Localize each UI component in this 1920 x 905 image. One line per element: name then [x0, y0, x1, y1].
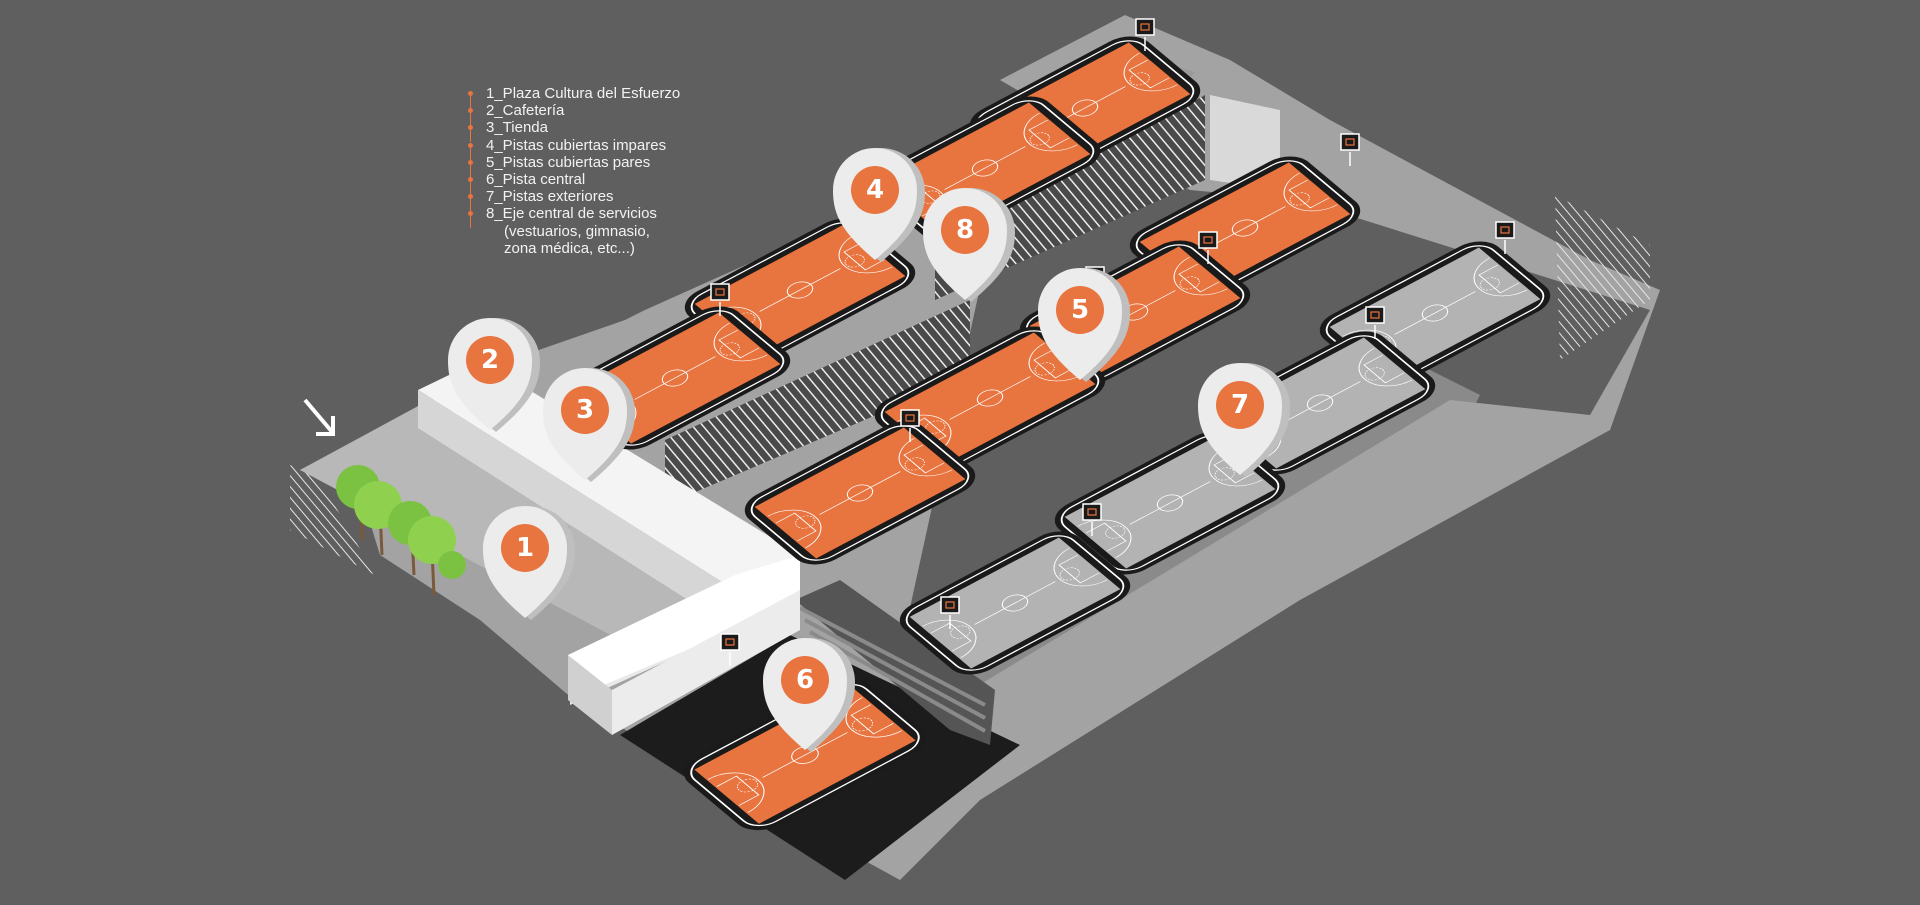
- pin-number-6: 6: [796, 665, 814, 695]
- pin-number-8: 8: [956, 215, 974, 245]
- pin-number-1: 1: [516, 533, 534, 563]
- trees: [336, 465, 466, 596]
- legend-item-8: 8_Eje central de servicios: [466, 205, 680, 229]
- pin-number-7: 7: [1231, 390, 1249, 420]
- hatched-fence-left: [290, 465, 375, 575]
- pin-number-5: 5: [1071, 295, 1089, 325]
- hatched-wall-1: [665, 300, 970, 505]
- legend-item-8-continuation-2: zona médica, etc...): [504, 239, 635, 257]
- location-pin-6[interactable]: 6: [763, 638, 855, 752]
- pin-badge: [501, 524, 549, 572]
- pin-badge: [1216, 381, 1264, 429]
- legend-item-3: 3_Tienda: [466, 119, 680, 143]
- location-pin-3[interactable]: 3: [543, 368, 635, 482]
- location-pin-1[interactable]: 1: [483, 506, 575, 620]
- location-pin-8[interactable]: 8: [923, 188, 1015, 302]
- legend-item-8-continuation-1: (vestuarios, gimnasio,: [504, 222, 650, 240]
- legend-item-2: 2_Cafetería: [466, 102, 680, 126]
- pin-badge: [561, 386, 609, 434]
- pin-badge: [1056, 286, 1104, 334]
- location-pin-2[interactable]: 2: [448, 318, 540, 432]
- location-pin-5[interactable]: 5: [1038, 268, 1130, 382]
- entrance-arrow-icon: [303, 398, 335, 436]
- hatched-fence-right: [1555, 195, 1650, 360]
- pin-number-3: 3: [576, 395, 594, 425]
- location-pin-7[interactable]: 7: [1198, 363, 1290, 477]
- legend: 1_Plaza Cultura del Esfuerzo 2_Cafetería…: [466, 85, 680, 257]
- pin-number-4: 4: [866, 175, 884, 205]
- legend-item-6: 6_Pista central: [466, 171, 680, 195]
- pin-badge: [466, 336, 514, 384]
- location-pin-4[interactable]: 4: [833, 148, 925, 262]
- pin-badge: [851, 166, 899, 214]
- plaza-building: [418, 360, 800, 735]
- legend-item-4: 4_Pistas cubiertas impares: [466, 137, 680, 160]
- pin-badge: [941, 206, 989, 254]
- pin-number-2: 2: [481, 345, 499, 375]
- legend-item-7: 7_Pistas exteriores: [466, 188, 680, 212]
- legend-item-5: 5_Pistas cubiertas pares: [466, 154, 680, 178]
- pin-badge: [781, 656, 829, 704]
- pins-layer: 1 2 3 4 5 6 7 8: [448, 148, 1290, 752]
- legend-item-1: 1_Plaza Cultura del Esfuerzo: [466, 85, 680, 109]
